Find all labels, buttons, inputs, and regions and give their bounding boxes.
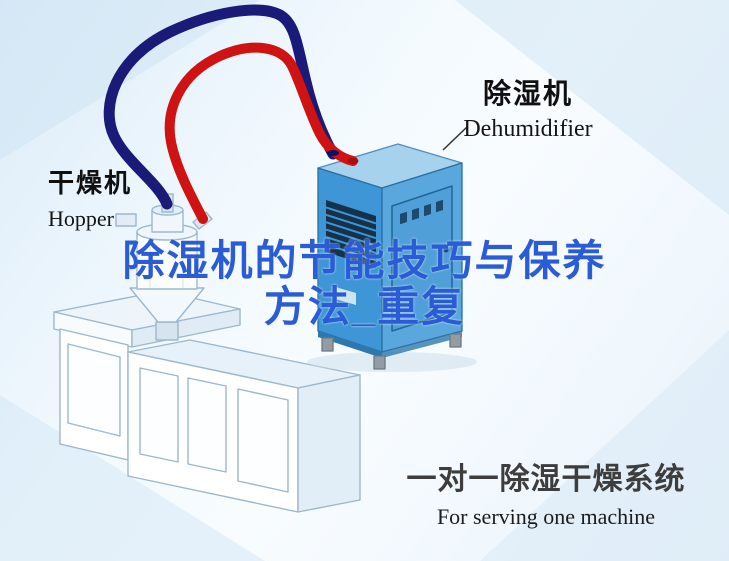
hopper-label-en: Hopper — [48, 206, 114, 231]
machine-panel-1 — [139, 367, 179, 463]
dehumidifier-label-group: 除湿机 Dehumidifier — [448, 72, 608, 143]
dehumidifier-door — [391, 185, 453, 332]
dehumidifier-unit — [307, 143, 477, 372]
hopper-label-group: 干燥机 Hopper — [48, 163, 158, 232]
bg-wedge-top-right — [455, 0, 729, 215]
dehumidifier-shadow — [307, 352, 477, 372]
hopper-left-fitting — [115, 213, 137, 227]
hopper-funnel — [115, 193, 213, 341]
footer-label-cn: 一对一除湿干燥系统 — [406, 463, 686, 496]
page-title-line-2: 方法_重复 — [263, 283, 466, 330]
footer-label-group: 一对一除湿干燥系统 For serving one machine — [400, 454, 692, 530]
navy-return-pipe — [103, 4, 339, 210]
caster-front — [373, 355, 386, 370]
dehumidifier-label-cn: 除湿机 — [482, 78, 573, 109]
page-title-line-1: 除湿机的节能技巧与保养 — [122, 237, 607, 284]
caster-right — [449, 333, 462, 348]
label-leader-line — [442, 126, 468, 151]
machine-long-body — [127, 339, 361, 513]
machine-left-cabinet — [59, 328, 129, 461]
hopper-label-cn: 干燥机 — [48, 168, 133, 198]
caster-left — [321, 337, 334, 352]
machine-panel-2 — [187, 377, 227, 473]
bg-wedge-bottom-right — [480, 330, 729, 561]
dehumidifier-label-en: Dehumidifier — [463, 116, 593, 142]
bg-wedge-top-left — [0, 0, 260, 160]
red-supply-pipe — [164, 42, 358, 224]
machine-panel-3 — [237, 388, 289, 493]
dehumidifier-vents — [325, 200, 377, 268]
hopper-dryer-machine — [53, 193, 361, 513]
door-handle — [443, 247, 449, 253]
red-pipe-connector — [347, 158, 359, 164]
dehumidifier-sticker — [332, 286, 356, 305]
page-title: 除湿机的节能技巧与保养 方法_重复 — [0, 238, 729, 330]
footer-label-en: For serving one machine — [436, 504, 656, 529]
navy-pipe-connector — [327, 150, 339, 156]
